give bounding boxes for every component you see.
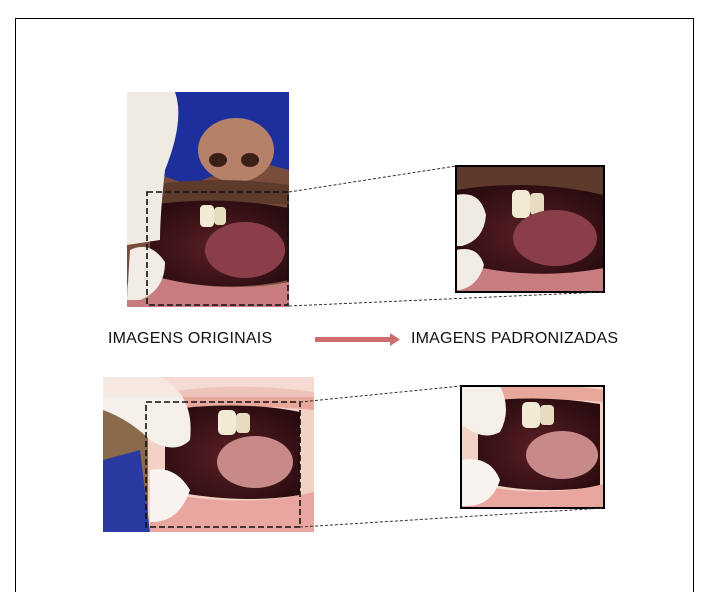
standardized-photo-top: [456, 166, 604, 292]
label-standardized: IMAGENS PADRONIZADAS: [411, 330, 618, 348]
connector-line: [300, 508, 604, 527]
connector-line: [300, 386, 461, 402]
original-photo-bottom: [103, 377, 314, 532]
original-photo-top: [127, 92, 289, 307]
arrow-icon: [315, 333, 400, 346]
standardized-photo-bottom: [461, 384, 604, 508]
connector-line: [289, 292, 604, 306]
label-originals: IMAGENS ORIGINAIS: [108, 330, 272, 348]
connector-line: [289, 166, 456, 192]
